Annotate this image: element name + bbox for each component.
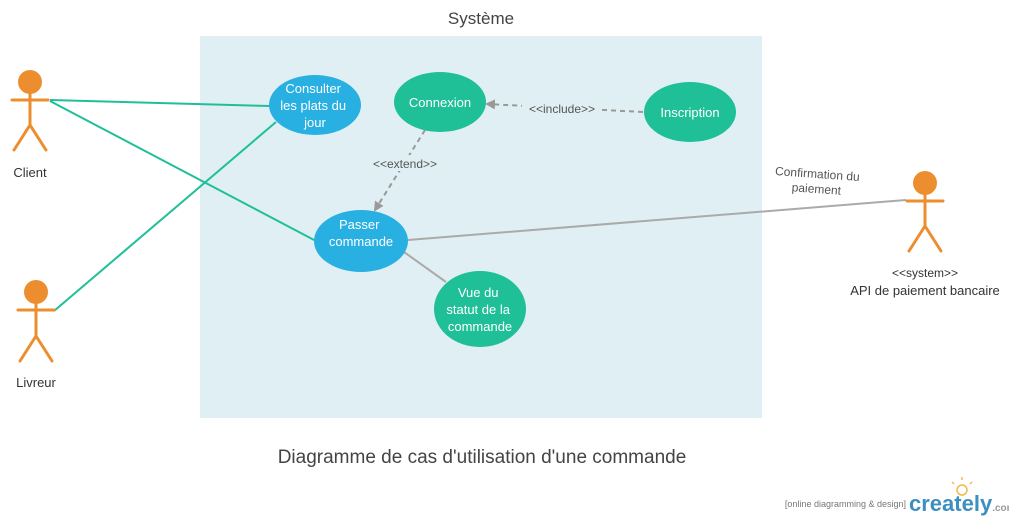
actor-livreur-head-icon (24, 280, 48, 304)
svg-text:Inscription: Inscription (660, 105, 719, 120)
brand-suffix: .com (992, 503, 1009, 514)
system-title: Système (448, 9, 514, 28)
svg-text:Connexion: Connexion (409, 95, 471, 110)
actor-client[interactable] (10, 70, 50, 152)
actor-client-head-icon (18, 70, 42, 94)
assoc-passer-vue (403, 251, 447, 283)
svg-text:Vue du statut de la: Vue du statut de la commande (446, 285, 513, 334)
extend-label: <<extend>> (373, 157, 437, 171)
include-connector (485, 99, 644, 113)
confirmation-label-line1: Confirmation du (775, 164, 860, 184)
use-case-consulter[interactable]: Consulter les plats du jour (269, 75, 361, 135)
confirmation-label-line2: paiement (791, 180, 842, 197)
use-case-passer-line: commande (329, 234, 393, 249)
use-case-consulter-line: les plats du (280, 98, 346, 113)
actor-api-head-icon (913, 171, 937, 195)
use-case-vue-line: Vue du (458, 285, 499, 300)
diagram-caption: Diagramme de cas d'utilisation d'une com… (278, 447, 687, 468)
assoc-passer-api (407, 199, 907, 241)
use-case-consulter-line: Consulter (285, 81, 341, 96)
include-label-bg (522, 100, 602, 116)
svg-text:Passer commande: Passer commande (329, 217, 393, 249)
use-case-vue-line: statut de la (446, 302, 510, 317)
actor-client-label: Client (13, 165, 47, 180)
use-case-passer-line: Passer (339, 217, 380, 232)
include-label: <<include>> (529, 102, 595, 116)
brand-logo[interactable]: creately.com (909, 491, 1009, 516)
use-case-vue-statut[interactable]: Vue du statut de la commande (434, 271, 526, 347)
assoc-livreur-consulter (53, 121, 277, 312)
use-case-consulter-line: jour (303, 115, 326, 130)
actor-api-label: API de paiement bancaire (850, 283, 1000, 298)
confirmation-label: Confirmation du paiement (775, 164, 860, 198)
extend-label-bg (364, 155, 446, 171)
assoc-client-consulter (49, 99, 271, 107)
use-case-connexion-line: Connexion (409, 95, 471, 110)
brand-name: creately (909, 491, 993, 516)
use-case-passer-commande[interactable]: Passer commande (314, 210, 408, 272)
actor-livreur-label: Livreur (16, 375, 56, 390)
actor-livreur[interactable] (16, 280, 56, 363)
actor-api[interactable] (905, 171, 945, 253)
assoc-client-passer (49, 100, 317, 242)
actor-api-stereotype: <<system>> (892, 266, 958, 280)
brand-tagline: [online diagramming & design] (785, 499, 906, 509)
use-case-connexion[interactable]: Connexion (394, 72, 486, 132)
use-case-inscription-line: Inscription (660, 105, 719, 120)
brand-bulb-icon (951, 477, 973, 496)
use-case-vue-line: commande (448, 319, 512, 334)
svg-text:Consulter les plats du: Consulter les plats du jour (280, 81, 349, 130)
use-case-inscription[interactable]: Inscription (644, 82, 736, 142)
